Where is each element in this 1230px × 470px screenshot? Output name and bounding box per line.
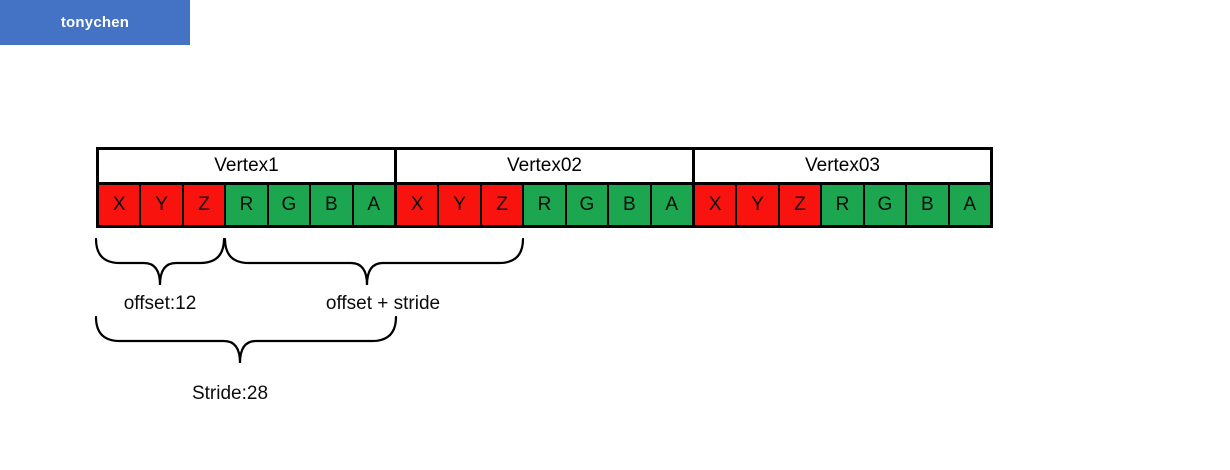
offset-label: offset:12 (123, 293, 197, 314)
attribute-cell-z: Z (777, 185, 821, 225)
attribute-cell-x: X (397, 185, 438, 225)
attribute-cell-r: R (522, 185, 565, 225)
attribute-cell-b: B (309, 185, 352, 225)
stride-brace (94, 315, 398, 364)
attribute-cell-x: X (99, 185, 140, 225)
vertex-header: Vertex1 (99, 150, 394, 185)
attribute-cell-g: G (266, 185, 310, 225)
stride-label: Stride:28 (191, 383, 269, 404)
attribute-cell-a: A (649, 185, 692, 225)
attribute-cell-b: B (607, 185, 650, 225)
offset-stride-brace (223, 237, 525, 286)
offset-brace (94, 237, 226, 286)
attribute-cell-y: Y (437, 185, 480, 225)
attribute-cell-r: R (224, 185, 267, 225)
attribute-cell-y: Y (735, 185, 778, 225)
attribute-cell-g: G (564, 185, 608, 225)
attribute-cell-b: B (905, 185, 948, 225)
author-name: tonychen (60, 14, 130, 31)
author-banner: tonychen (0, 0, 190, 45)
attribute-cell-a: A (947, 185, 990, 225)
attribute-cell-r: R (820, 185, 863, 225)
attribute-cell-z: Z (479, 185, 523, 225)
attribute-cell-z: Z (181, 185, 225, 225)
attribute-cell-x: X (695, 185, 736, 225)
attribute-cell-a: A (351, 185, 394, 225)
vertex-header: Vertex02 (397, 150, 692, 185)
vertex-header: Vertex03 (695, 150, 990, 185)
attribute-cell-y: Y (139, 185, 182, 225)
offset-stride-label: offset + stride (325, 293, 441, 314)
attribute-cell-g: G (862, 185, 906, 225)
